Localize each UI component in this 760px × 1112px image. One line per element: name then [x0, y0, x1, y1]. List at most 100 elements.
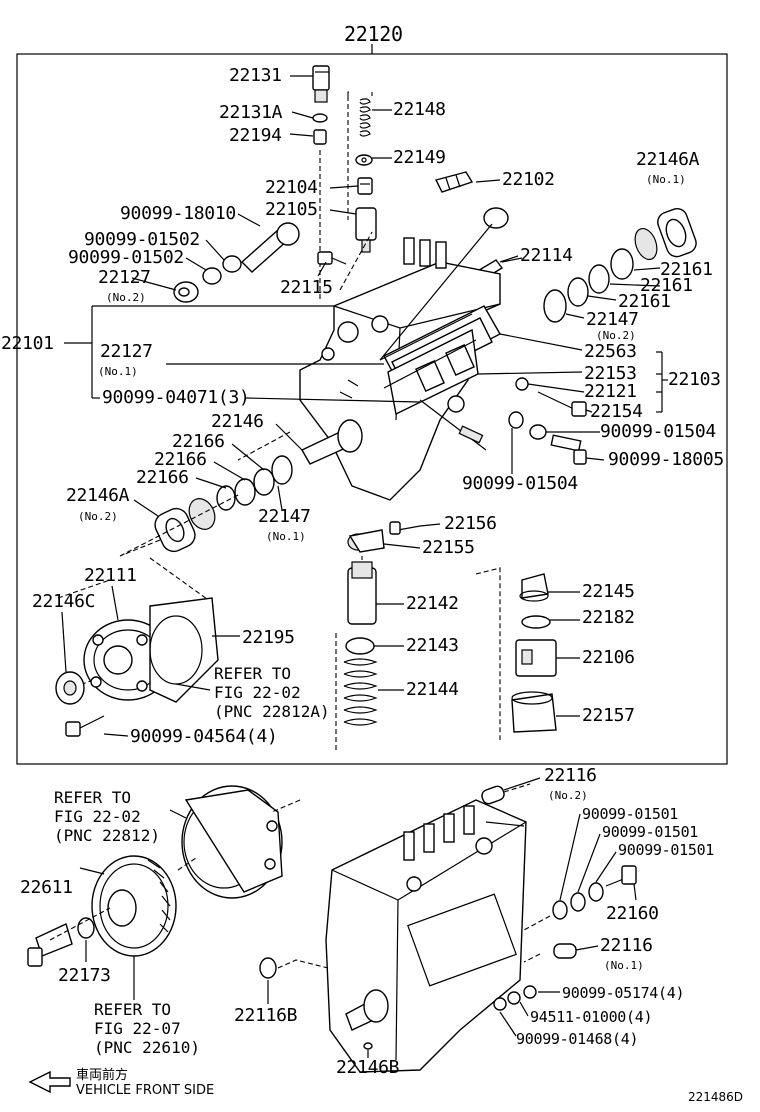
bearing-22146C: [55, 671, 85, 705]
seat-22143: [345, 637, 375, 655]
gasket-01501c: [588, 882, 604, 902]
gasket-01504a: [529, 424, 547, 440]
part-label-90099-18005: 90099-18005: [608, 449, 724, 470]
part-label-22153: 22153: [584, 363, 637, 384]
lever-22155: [347, 529, 385, 553]
part-label-90099-04564: 90099-04564(4): [130, 726, 278, 747]
gasket-01502a: [222, 255, 242, 273]
part-label-22166-b: 22166: [154, 449, 207, 470]
part-label-90099-18010: 90099-18010: [120, 203, 236, 224]
part-label-22145: 22145: [582, 581, 635, 602]
part-label-22611: 22611: [20, 877, 73, 898]
pin-22146B: [363, 1042, 373, 1050]
assembly-title: 22120: [344, 22, 403, 46]
refer-line-2: FIG 22-02: [214, 683, 301, 702]
part-label-22121: 22121: [584, 381, 637, 402]
part-label-90099-04071: 90099-04071(3): [102, 387, 250, 408]
gasket-01504b: [508, 411, 524, 429]
part-label-90099-01502-a: 90099-01502: [84, 229, 200, 250]
note-no2-22147: (No.2): [596, 329, 636, 342]
refer-line-1: REFER TO: [214, 664, 292, 683]
seal-22147-no2: [543, 289, 567, 323]
part-label-22127-no2: 22127: [98, 267, 151, 288]
seal-22166a: [253, 468, 275, 496]
vehicle-front-jp: 車両前方: [76, 1068, 129, 1083]
part-label-22106: 22106: [582, 647, 635, 668]
part-label-22115: 22115: [280, 277, 333, 298]
block-22106: [515, 639, 557, 677]
delivery-valve-holder-22131: [312, 65, 330, 103]
plug-22116-no1: [553, 943, 577, 959]
washer-01468: [493, 997, 507, 1011]
seal-22147-no1: [271, 455, 293, 485]
refer-note-22812A: REFER TO FIG 22-02 (PNC 22812A): [214, 664, 330, 721]
part-label-22161-b: 22161: [640, 275, 693, 296]
part-label-22131: 22131: [229, 65, 282, 86]
part-label-22144: 22144: [406, 679, 459, 700]
part-label-22160: 22160: [606, 903, 659, 924]
seal-22161c: [567, 277, 589, 307]
part-label-22147-no1: 22147: [258, 506, 311, 527]
part-label-22131A: 22131A: [219, 102, 283, 123]
gear-22610: [91, 855, 177, 957]
note-no2-22116: (No.2): [548, 789, 588, 802]
part-label-90099-05174: 90099-05174(4): [562, 984, 685, 1002]
part-label-22102: 22102: [502, 169, 555, 190]
seal-22161b: [588, 264, 610, 294]
part-label-22103: 22103: [668, 369, 721, 390]
shaft-22146: [301, 419, 363, 465]
part-label-90099-01502-b: 90099-01502: [68, 247, 184, 268]
gasket-01502b: [202, 267, 222, 285]
plug-22116-no2: [481, 785, 505, 805]
screw-22156: [389, 521, 421, 535]
part-label-22111: 22111: [84, 565, 137, 586]
bearing-22146A-top: [634, 208, 697, 261]
pump-assembly-lower: [325, 799, 527, 1073]
gasket-22195: [149, 597, 219, 703]
refer-line-3: (PNC 22812A): [214, 702, 330, 721]
washer-94511: [507, 991, 521, 1005]
note-no1-22116: (No.1): [604, 959, 644, 972]
part-label-22166-a: 22166: [172, 431, 225, 452]
part-label-22156: 22156: [444, 513, 497, 534]
part-label-22194: 22194: [229, 125, 282, 146]
part-label-22143: 22143: [406, 635, 459, 656]
shaft-22611: [27, 923, 73, 967]
gasket-01501a: [552, 900, 568, 920]
bolt-18005: [550, 434, 587, 465]
washer-05174: [523, 985, 537, 999]
part-label-22104: 22104: [265, 177, 318, 198]
refer-note-22610: REFER TO FIG 22-07 (PNC 22610): [94, 1000, 200, 1057]
part-label-22146A-low: 22146A: [66, 485, 130, 506]
part-label-22563: 22563: [584, 341, 637, 362]
part-label-22105: 22105: [265, 199, 318, 220]
washer-22121: [515, 377, 529, 391]
bolt-22154: [537, 391, 587, 417]
part-label-90099-01504-a: 90099-01504: [600, 421, 716, 442]
banjo-bolt-18010: [240, 222, 300, 273]
part-label-22116-no2: 22116: [544, 765, 597, 786]
part-label-22182: 22182: [582, 607, 635, 628]
spring-22144: [343, 658, 378, 726]
note-no1-22147: (No.1): [266, 530, 306, 543]
part-label-94511-01000: 94511-01000(4): [530, 1008, 653, 1026]
part-label-22146C: 22146C: [32, 591, 96, 612]
bolt-04564: [65, 715, 105, 737]
part-label-22116-no1: 22116: [600, 935, 653, 956]
part-label-22157: 22157: [582, 705, 635, 726]
part-label-22195: 22195: [242, 627, 295, 648]
part-label-22173: 22173: [58, 965, 111, 986]
note-no2-22127: (No.2): [106, 291, 146, 304]
part-label-22149: 22149: [393, 147, 446, 168]
bracket-22102: [434, 171, 474, 193]
housing-22812: [181, 785, 283, 899]
refer-note-22812: REFER TO FIG 22-02 (PNC 22812): [54, 788, 160, 845]
o-ring-22131A: [312, 113, 328, 123]
bearing-22146A-low: [154, 498, 216, 553]
vehicle-front-arrow: [28, 1070, 71, 1094]
spring-seat-22194: [313, 129, 327, 145]
part-label-90099-01501-b: 90099-01501: [602, 823, 699, 841]
refer-line-1: REFER TO: [54, 788, 132, 807]
seal-22166b: [234, 478, 256, 506]
part-label-90099-01501-a: 90099-01501: [582, 805, 679, 823]
